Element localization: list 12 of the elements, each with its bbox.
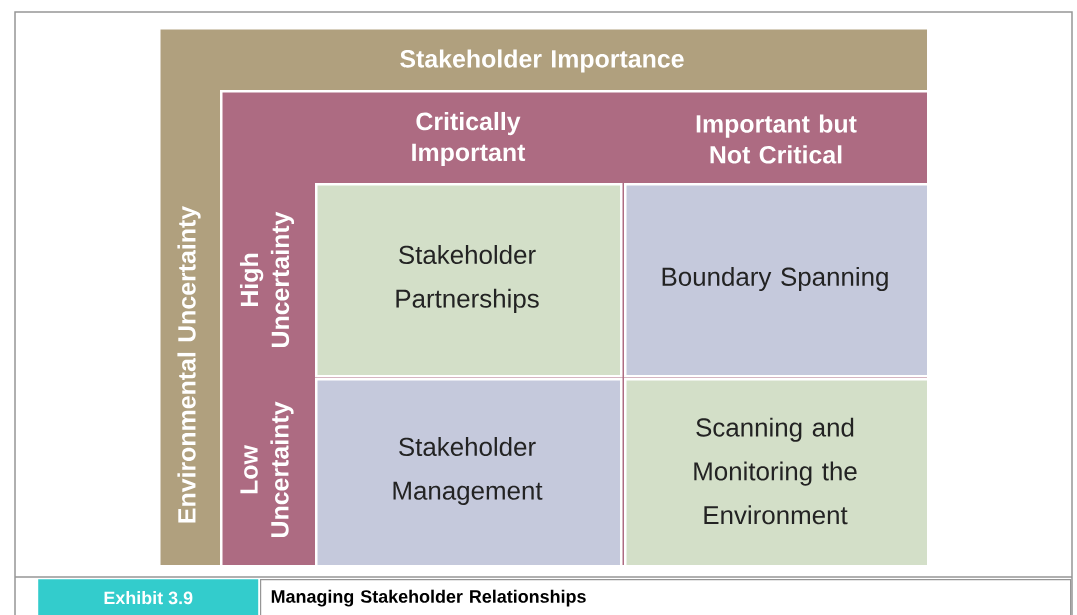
axis-label: Stakeholder Importance: [400, 49, 684, 73]
axis-label: High Uncertainty: [239, 211, 295, 347]
quadrant-cell: Stakeholder Partnerships: [315, 183, 623, 378]
quadrant-cell: Scanning and Monitoring the Environment: [624, 378, 930, 568]
axis-label: Low Uncertainty: [240, 401, 294, 537]
exhibit-label-cell: Exhibit 3.9: [38, 579, 259, 615]
caption-cell: Managing Stakeholder Relationships: [260, 579, 1072, 615]
quadrant-cell: Stakeholder Management: [315, 378, 623, 568]
axis-label: Critically Important: [412, 111, 526, 167]
quadrant-cell: Boundary Spanning: [624, 183, 930, 378]
axis-label: Environmental Uncertainty: [177, 206, 201, 523]
axis-label: Important but Not Critical: [696, 114, 857, 164]
